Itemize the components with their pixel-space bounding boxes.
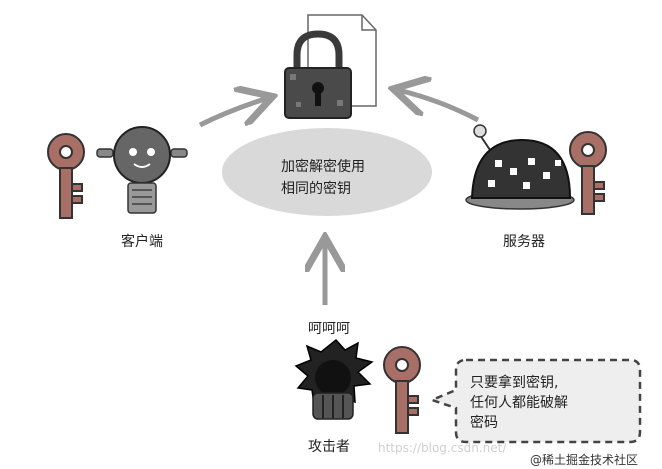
client-label: 客户端	[121, 234, 163, 250]
attacker-label: 攻击者	[308, 439, 350, 455]
arrow-client-to-lock	[198, 98, 268, 128]
shared-key-caption-line2: 相同的密钥	[281, 181, 351, 197]
server-key-icon	[569, 131, 607, 215]
arrow-server-to-lock	[398, 90, 480, 123]
bubble-line1: 只要拿到密钥,	[470, 375, 559, 391]
shared-key-ellipse	[222, 128, 432, 216]
shared-key-caption-line1: 加密解密使用	[281, 159, 365, 175]
bubble-text: 只要拿到密钥, 任何人都能破解 密码	[470, 373, 620, 433]
client-key-icon	[47, 133, 85, 219]
watermark-url: https://blog.csdn.net/	[378, 441, 507, 455]
laugh-label: 呵呵呵	[308, 321, 350, 337]
server-robot-icon	[465, 124, 575, 210]
bubble-line3: 密码	[470, 415, 498, 431]
speech-bubble	[428, 358, 642, 444]
bubble-line2: 任何人都能破解	[470, 395, 568, 411]
server-label: 服务器	[503, 234, 545, 250]
attacker-key-icon	[383, 346, 421, 434]
shared-key-caption: 加密解密使用 相同的密钥	[281, 156, 431, 200]
watermark-community: @稀土掘金技术社区	[530, 451, 639, 468]
client-robot-icon	[96, 126, 188, 214]
locked-document-icon	[284, 14, 377, 119]
attacker-icon	[294, 338, 374, 420]
